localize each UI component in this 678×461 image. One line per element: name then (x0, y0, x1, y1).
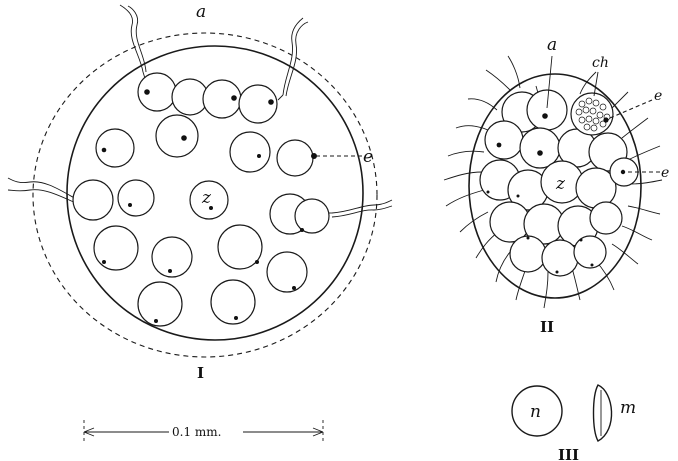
figure-one-label-a: a (196, 2, 206, 22)
figure-two-label-a: a (547, 35, 557, 55)
scale-bar: 0.1 mm. (84, 420, 323, 442)
figure-two-label-z: z (555, 174, 566, 194)
figure-one: a z e I (8, 2, 392, 382)
figure-two-numeral: II (540, 318, 554, 336)
scale-bar-label: 0.1 mm. (172, 425, 221, 439)
figure-three-lens-m (594, 385, 612, 441)
figure-three: n m III (512, 385, 636, 461)
figure-two: a ch e e z II (444, 35, 669, 336)
figure-two-label-e-top: e (654, 88, 662, 104)
figure-two-ch-cell (571, 93, 613, 135)
figure-one-label-z: z (201, 188, 212, 208)
interior-cells (73, 115, 329, 326)
figure-one-numeral: I (197, 364, 204, 382)
cell-chain-top (138, 73, 277, 123)
figure-three-label-m: m (620, 398, 636, 418)
figure-three-label-n: n (530, 402, 541, 422)
figure-two-label-ch: ch (592, 55, 609, 71)
figure-one-label-e: e (363, 147, 373, 167)
figure-two-label-e-mid: e (661, 165, 669, 181)
figure-three-numeral: III (558, 446, 579, 461)
